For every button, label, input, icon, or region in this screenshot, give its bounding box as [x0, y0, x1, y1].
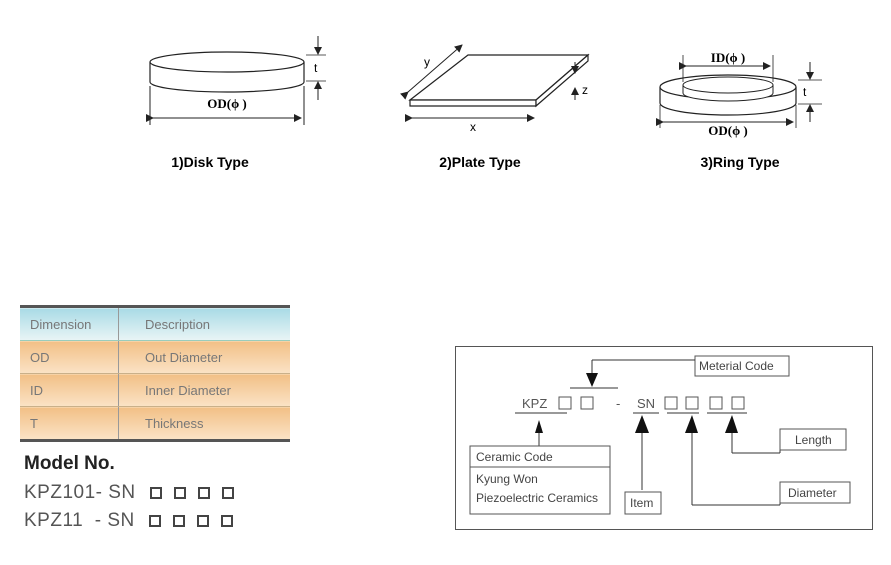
ring-id-label: ID(ϕ )	[711, 50, 745, 65]
material-code-label: Meterial Code	[699, 359, 774, 373]
row-description: Inner Diameter	[118, 373, 290, 407]
header-description: Description	[118, 305, 290, 341]
plate-x-label: x	[470, 120, 476, 134]
ceramic-code-label: Ceramic Code	[476, 450, 553, 464]
model-code: KPZ11 - SN	[24, 510, 135, 531]
row-dimension: T	[20, 406, 119, 442]
plate-z-label: z	[582, 83, 588, 97]
row-description: Thickness	[118, 406, 290, 442]
header-dimension: Dimension	[20, 305, 119, 341]
plate-y-label: y	[424, 55, 430, 69]
model-line-1: KPZ101- SN	[24, 482, 246, 504]
length-box	[779, 428, 847, 451]
code-prefix: KPZ	[522, 396, 547, 411]
disk-diagram: OD(ϕ ) t 1)Disk Type	[146, 36, 326, 170]
table-row: T Thickness	[20, 406, 290, 442]
item-label: Item	[630, 496, 653, 510]
table-header-row: Dimension Description	[20, 305, 290, 341]
disk-t-label: t	[314, 61, 318, 75]
plate-caption: 2)Plate Type	[439, 154, 521, 170]
code-dash: -	[616, 396, 620, 411]
piezo-label: Piezoelectric Ceramics	[476, 491, 598, 505]
row-dimension: OD	[20, 340, 119, 374]
length-label: Length	[795, 433, 832, 447]
code-series: SN	[637, 396, 655, 411]
placeholder-boxes	[149, 482, 246, 504]
disk-caption: 1)Disk Type	[171, 154, 249, 170]
table-row: OD Out Diameter	[20, 340, 290, 374]
model-title: Model No.	[24, 453, 115, 474]
shape-diagrams: OD(ϕ ) t 1)Disk Type y x z 2)Plate Type …	[146, 36, 822, 170]
model-line-2: KPZ11 - SN	[24, 510, 245, 532]
ring-diagram: ID(ϕ ) OD(ϕ ) t 3)Ring Type	[656, 50, 822, 170]
code-diagram: Meterial Code KPZ - SN Ceramic Code Kyun…	[455, 346, 873, 530]
ring-od-label: OD(ϕ )	[708, 123, 748, 138]
item-box	[624, 491, 662, 515]
diameter-label: Diameter	[788, 486, 837, 500]
ring-caption: 3)Ring Type	[700, 154, 779, 170]
ceramic-code-box	[469, 445, 611, 515]
plate-diagram: y x z 2)Plate Type	[400, 44, 590, 170]
disk-od-label: OD(ϕ )	[207, 96, 247, 111]
table-row: ID Inner Diameter	[20, 373, 290, 407]
kyung-won-label: Kyung Won	[476, 472, 538, 486]
ring-t-label: t	[803, 85, 807, 99]
model-code: KPZ101- SN	[24, 482, 136, 503]
diameter-box	[779, 481, 851, 504]
placeholder-boxes	[148, 510, 245, 532]
material-code-box	[694, 355, 790, 377]
dimension-table: Dimension Description OD Out Diameter ID…	[20, 305, 290, 442]
row-dimension: ID	[20, 373, 119, 407]
row-description: Out Diameter	[118, 340, 290, 374]
